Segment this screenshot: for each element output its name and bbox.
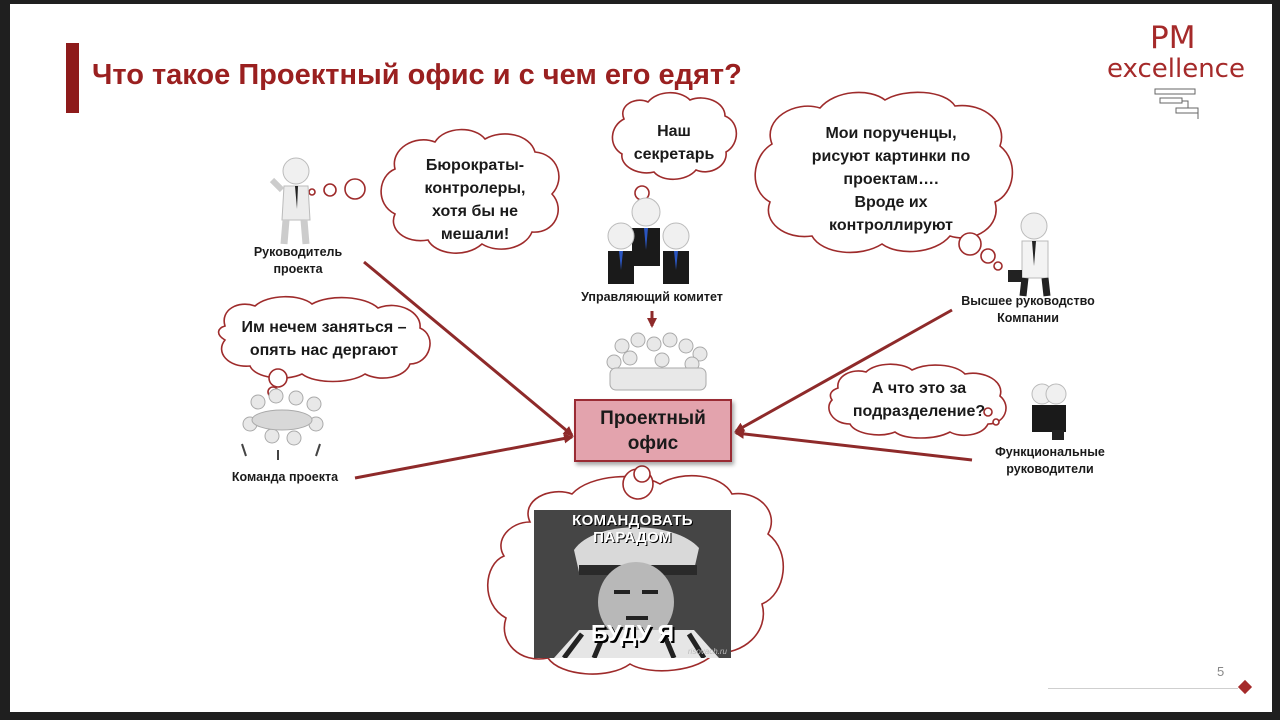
gantt-icon bbox=[1154, 88, 1199, 119]
cloud-bureaucrats bbox=[380, 128, 560, 254]
slide-title: Что такое Проектный офис и с чем его едя… bbox=[92, 59, 742, 91]
logo-excellence-text: excellence bbox=[1107, 54, 1245, 84]
thought-dot bbox=[992, 418, 1000, 426]
figure-top-management bbox=[1008, 212, 1051, 297]
thought-dot bbox=[323, 183, 337, 197]
arrow-functional-managers bbox=[734, 428, 973, 462]
meme-portrait bbox=[534, 510, 731, 658]
figure-project-manager bbox=[269, 157, 311, 245]
thought-dot bbox=[344, 178, 366, 200]
label-steering-committee: Управляющий комитет bbox=[581, 290, 723, 304]
arrow-project-team bbox=[354, 433, 574, 480]
figure-project-team bbox=[241, 388, 324, 460]
meme-bottom-text: БУДУ Я bbox=[591, 620, 674, 646]
meme-watermark: risovach.ru bbox=[687, 647, 727, 656]
bubble-what-dept: А что это за подразделение? bbox=[852, 380, 986, 420]
cloud-secretary bbox=[611, 91, 738, 181]
bubble-nothing-to-do: Им нечем заняться – опять нас дергают bbox=[241, 319, 407, 359]
thought-dot bbox=[993, 261, 1003, 271]
thought-dot bbox=[980, 248, 996, 264]
cloud-what-dept bbox=[828, 363, 1007, 439]
meme-image: КОМАНДОВАТЬ ПАРАДОМ БУДУ Я risovach.ru bbox=[534, 510, 731, 658]
page-number: 5 bbox=[1217, 664, 1225, 679]
label-project-manager: Руководитель проекта bbox=[253, 245, 343, 276]
thought-dot bbox=[268, 368, 288, 388]
figure-functional-managers bbox=[1031, 383, 1067, 440]
figure-crowd bbox=[606, 332, 708, 391]
meme-top-text: КОМАНДОВАТЬ ПАРАДОМ bbox=[572, 512, 693, 546]
arrow-project-manager bbox=[363, 260, 574, 437]
bubble-secretary: Наш секретарь bbox=[633, 123, 715, 163]
title-accent-bar bbox=[66, 43, 79, 113]
bubble-bureaucrats: Бюрократы- контролеры, хотя бы не мешали… bbox=[424, 157, 526, 243]
thought-dot bbox=[983, 407, 993, 417]
figure-steering-committee bbox=[607, 197, 690, 284]
cloud-minions bbox=[754, 91, 1014, 254]
slide: Что такое Проектный офис и с чем его едя… bbox=[10, 4, 1272, 712]
label-project-team: Команда проекта bbox=[231, 470, 339, 484]
footer-line bbox=[1048, 688, 1238, 689]
label-functional-managers: Функциональные руководители bbox=[995, 445, 1105, 476]
arrow-top-management bbox=[734, 308, 953, 433]
bubble-minions: Мои порученцы, рисуют картинки по проект… bbox=[811, 125, 971, 234]
project-office-box: Проектный офис bbox=[574, 399, 732, 462]
logo-pm-text: PM bbox=[1150, 20, 1196, 56]
label-top-management: Высшее руководство Компании bbox=[961, 294, 1095, 325]
cloud-nothing-to-do bbox=[217, 295, 431, 383]
thought-dot bbox=[958, 232, 982, 256]
thought-dot bbox=[308, 188, 316, 196]
thought-dot bbox=[633, 465, 651, 483]
